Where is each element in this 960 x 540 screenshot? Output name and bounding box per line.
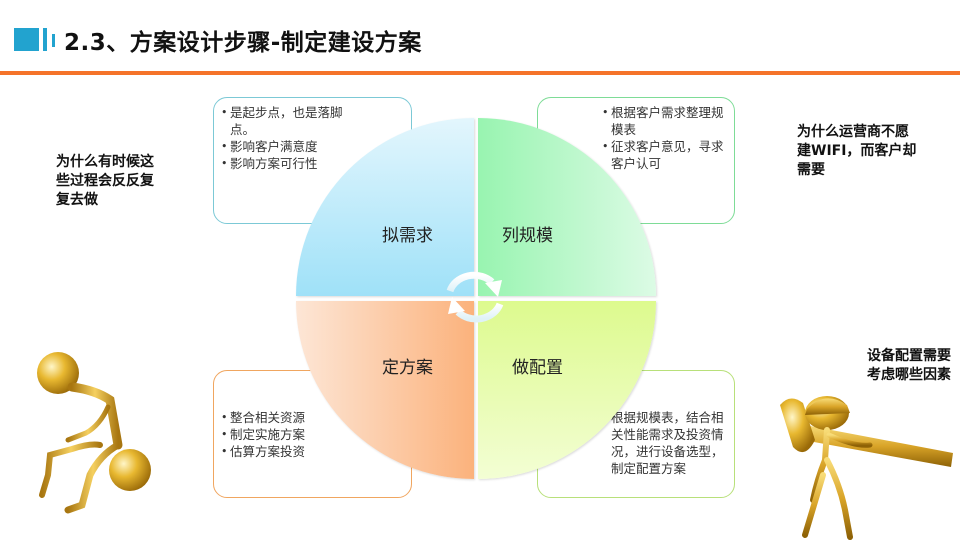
hammer-gold-figure-icon [780, 396, 953, 540]
note-repeat-process: 为什么有时候这些过程会反反复复去做 [56, 154, 154, 208]
bullet: 估算方案投资 [221, 443, 346, 460]
bullet: 根据客户需求整理规模表 [602, 104, 727, 138]
bullet: 制定实施方案 [221, 426, 346, 443]
title-accent-bar-small [52, 34, 55, 47]
page-title: 2.3、方案设计步骤-制定建设方案 [64, 30, 422, 56]
bullet: 整合相关资源 [221, 409, 346, 426]
thinking-gold-figure-icon [37, 352, 151, 514]
title-accent-block [14, 28, 39, 51]
bullet: 征求客户意见，寻求客户认可 [602, 138, 727, 172]
bullet: 影响方案可行性 [221, 155, 346, 172]
title-bar: 2.3、方案设计步骤-制定建设方案 [0, 0, 960, 75]
title-divider [0, 71, 960, 75]
quadrant-label: 定方案 [382, 358, 433, 378]
bullet: 影响客户满意度 [221, 138, 346, 155]
bullet: 是起步点，也是落脚点。 [221, 104, 346, 138]
note-config-factors: 设备配置需要考虑哪些因素 [867, 348, 951, 383]
cycle-arrows-icon [446, 271, 504, 323]
quadrant-label: 拟需求 [382, 226, 433, 246]
bullet: 根据规模表，结合相关性能需求及投资情况，进行设备选型，制定配置方案 [602, 409, 727, 477]
title-accent-bar [43, 28, 47, 51]
quadrant-label: 列规模 [502, 226, 553, 246]
note-wifi-question: 为什么运营商不愿建WIFI，而客户却需要 [797, 124, 917, 178]
quadrant-label: 做配置 [512, 358, 563, 378]
